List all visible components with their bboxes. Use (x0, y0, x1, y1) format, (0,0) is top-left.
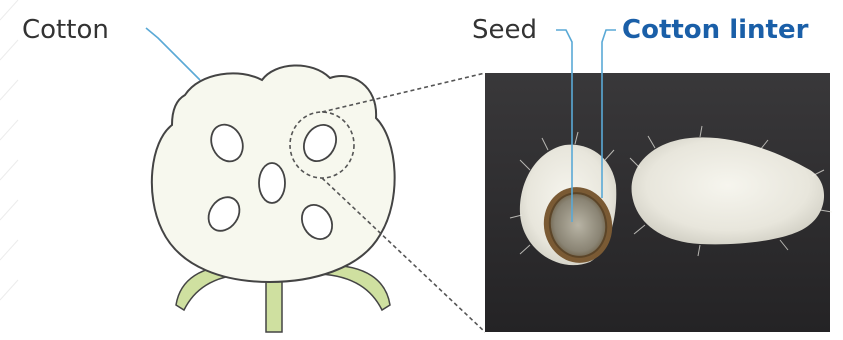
seed-outline (259, 163, 285, 203)
background-hatching (0, 0, 18, 300)
cotton-linter-label: Cotton linter (622, 15, 809, 45)
cotton-leader-line (146, 28, 200, 80)
cotton-seed-photo (485, 73, 832, 332)
seed-label: Seed (472, 15, 537, 45)
cotton-label: Cotton (22, 15, 109, 45)
